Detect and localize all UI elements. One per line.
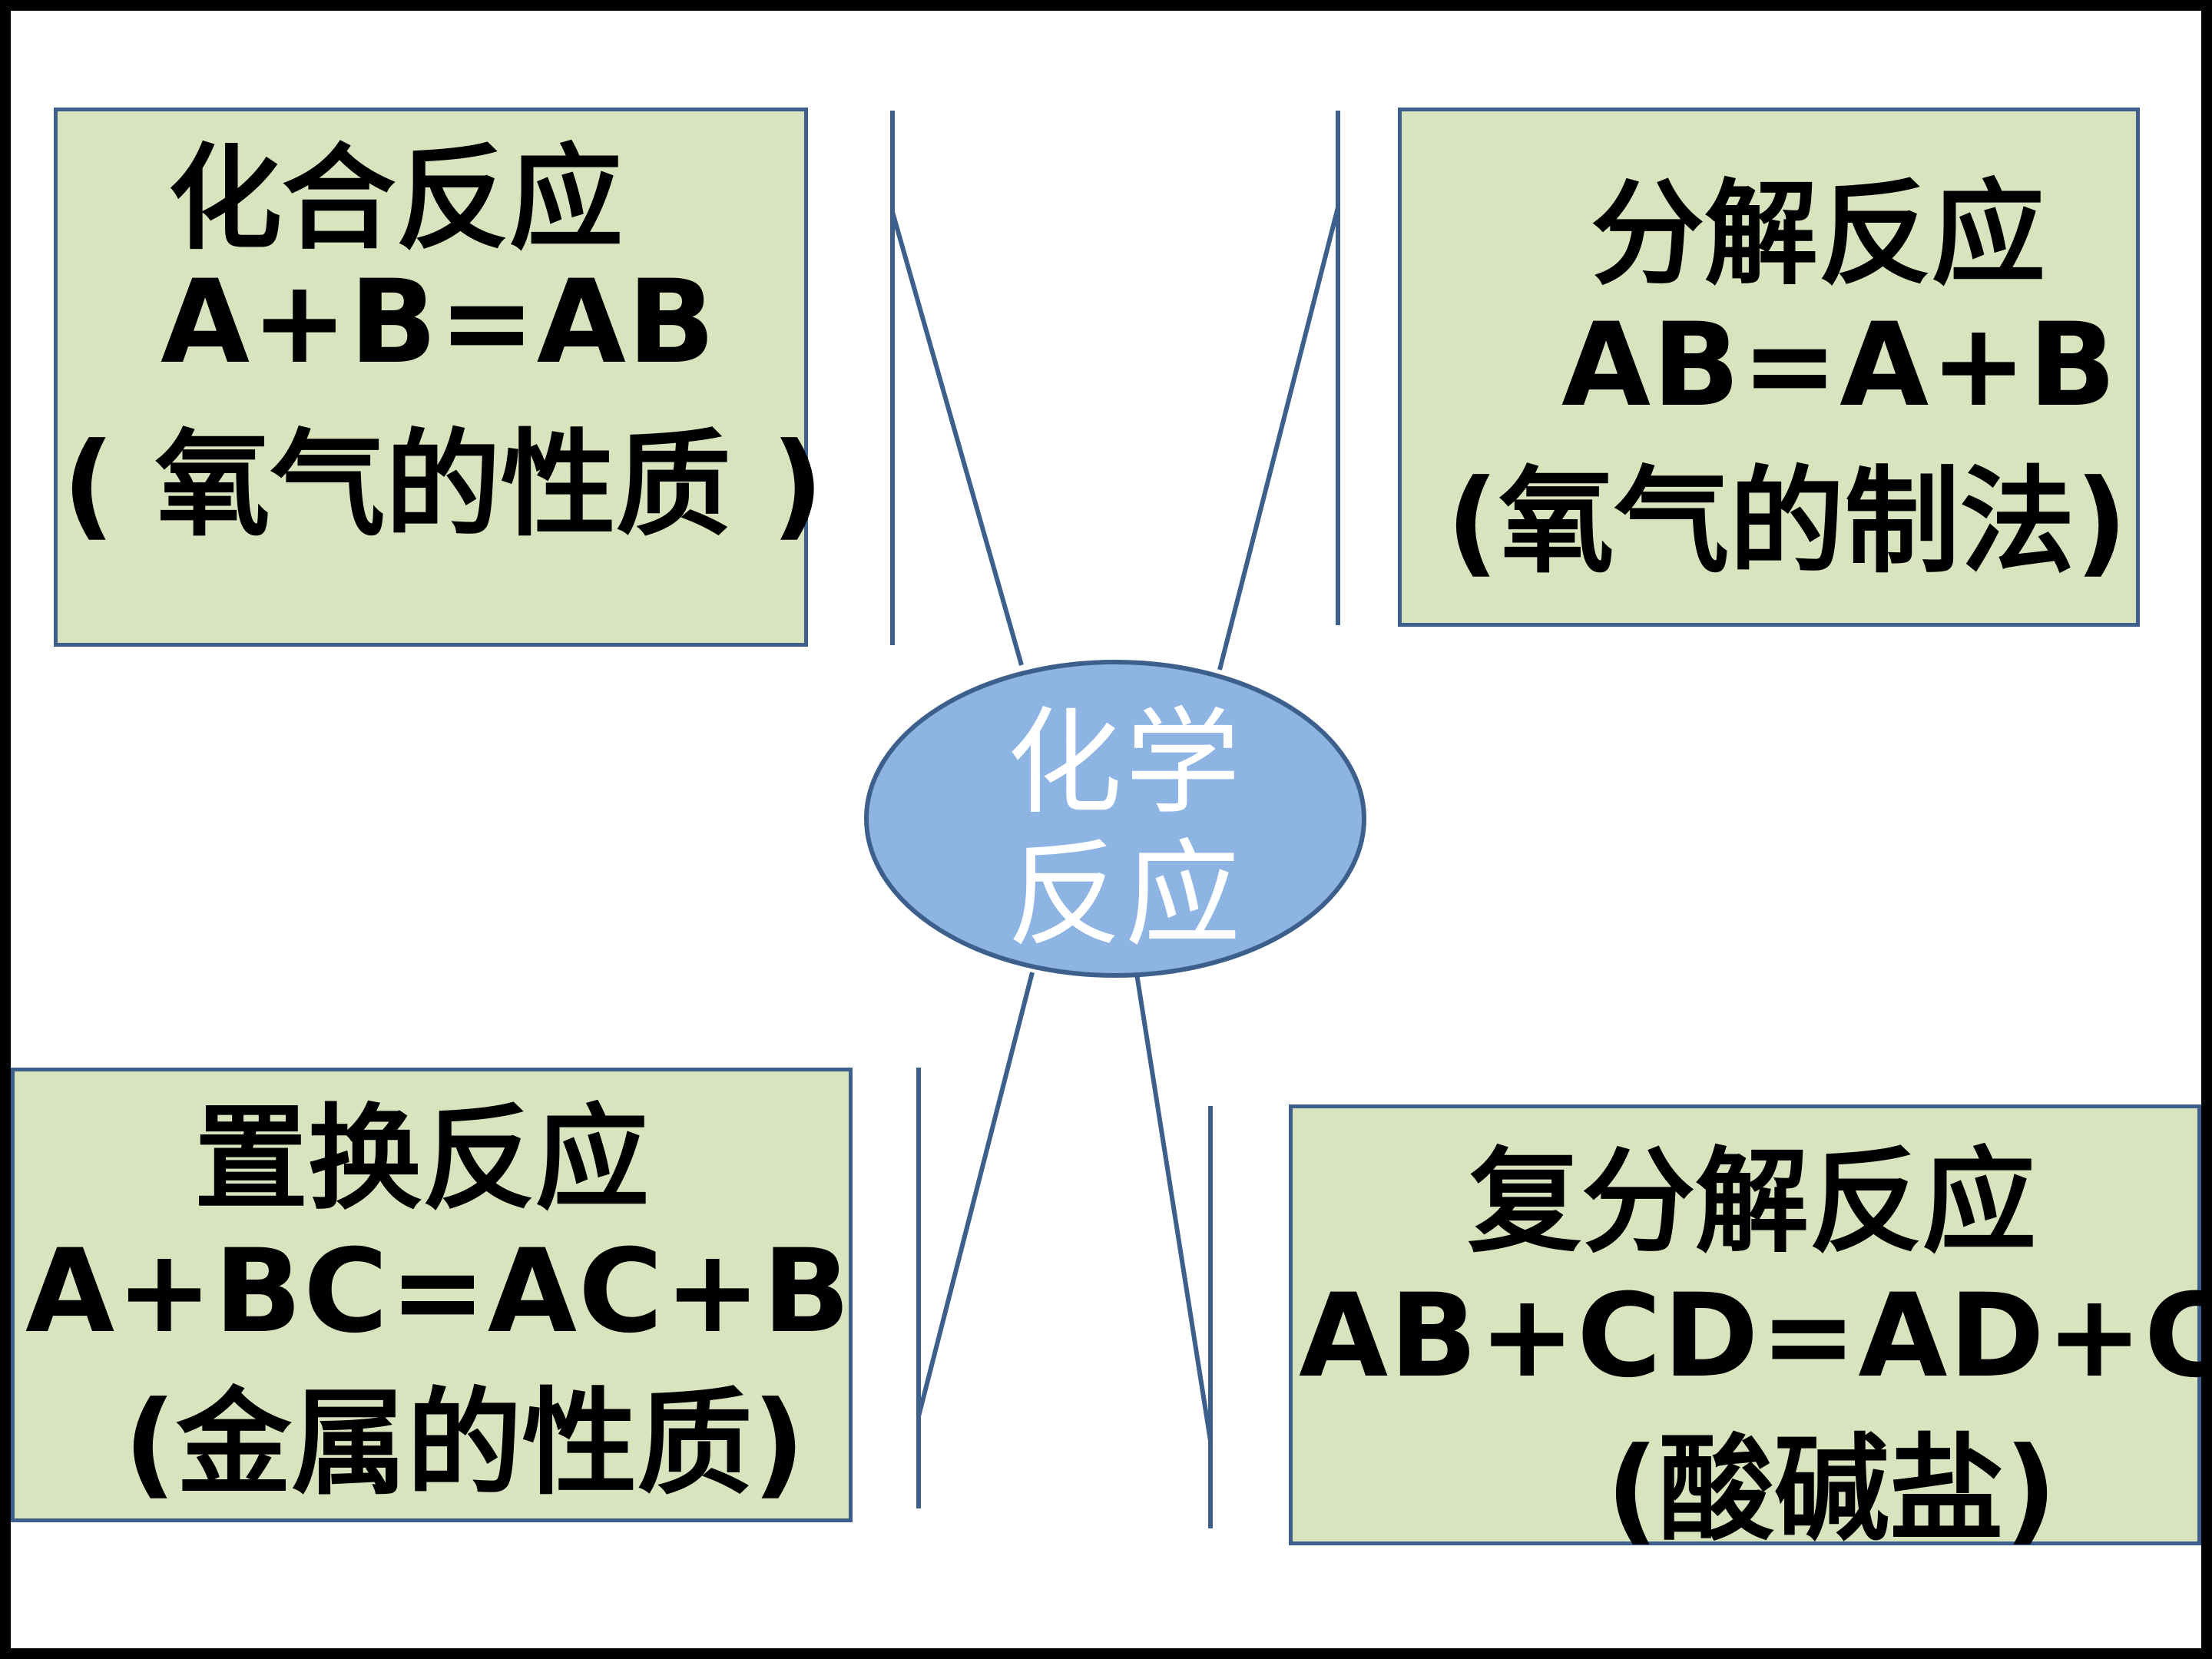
connector-diagram	[864, 111, 1366, 1528]
connector-bottom-right	[1134, 973, 1213, 1442]
connector-top-right	[1217, 207, 1340, 671]
combination-reaction-equation: A+B=AB	[161, 256, 717, 389]
center-label-line2: 反应	[1006, 829, 1243, 962]
decomposition-reaction-note: (氧气的制法)	[1446, 455, 2128, 589]
double-decomposition-reaction-title: 复分解反应	[1468, 1136, 2036, 1268]
slide-canvas: 化合反应 A+B=AB ( 氧气的性质 ) 分解反应 AB=A+B (氧气的制法…	[11, 11, 2212, 1648]
connector-top-left	[890, 211, 1024, 666]
displacement-reaction-note: (金属的性质)	[124, 1377, 806, 1511]
decomposition-reaction-equation: AB=A+B	[1561, 299, 2118, 432]
displacement-reaction-equation: A+BC=AC+B	[25, 1225, 853, 1359]
center-ellipse	[864, 660, 1366, 978]
box-displacement-reaction: 置换反应 A+BC=AC+B (金属的性质)	[11, 1068, 853, 1522]
box-combination-reaction: 化合反应 A+B=AB ( 氧气的性质 )	[54, 108, 824, 647]
displacement-reaction-title: 置换反应	[194, 1093, 649, 1225]
combination-reaction-note: ( 氧气的性质 )	[62, 419, 824, 552]
connector-bottom-left	[916, 972, 1035, 1417]
double-decomposition-reaction-note: (酸碱盐)	[1606, 1423, 2058, 1557]
center-label-line1: 化学	[1006, 696, 1243, 830]
box-decomposition-reaction: 分解反应 AB=A+B (氧气的制法)	[1398, 108, 2140, 627]
double-decomposition-reaction-equation: AB+CD=AD+CB	[1299, 1270, 2212, 1403]
box-double-decomposition-reaction: 复分解反应 AB+CD=AD+CB (酸碱盐)	[1289, 1104, 2212, 1557]
center-label: 化学 反应	[874, 671, 1376, 988]
decomposition-reaction-title: 分解反应	[1591, 168, 2045, 300]
combination-reaction-title: 化合反应	[168, 133, 623, 265]
